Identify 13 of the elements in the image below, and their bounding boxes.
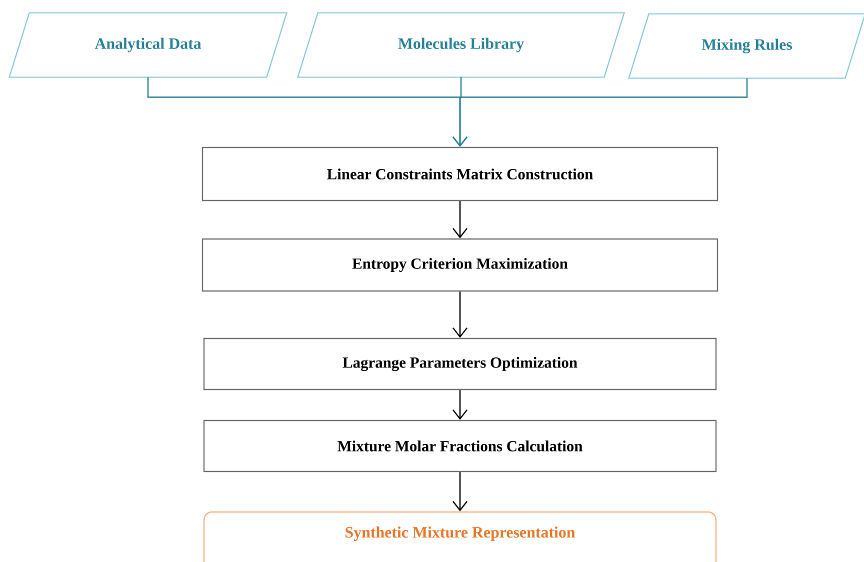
process-box: Mixture Molar Fractions Calculation (203, 420, 717, 472)
process-box: Lagrange Parameters Optimization (203, 338, 717, 390)
arrow (452, 292, 468, 338)
input-parallelogram: Analytical Data (8, 12, 288, 78)
result-box: Synthetic Mixture Representation (203, 511, 717, 562)
input-parallelogram: Mixing Rules (628, 13, 864, 79)
process-box: Entropy Criterion Maximization (202, 238, 718, 292)
process-box: Linear Constraints Matrix Construction (202, 146, 718, 202)
input-parallelogram: Molecules Library (297, 12, 626, 78)
arrow (452, 390, 468, 420)
arrow (452, 201, 468, 238)
arrow (452, 78, 748, 147)
arrow (452, 472, 468, 512)
